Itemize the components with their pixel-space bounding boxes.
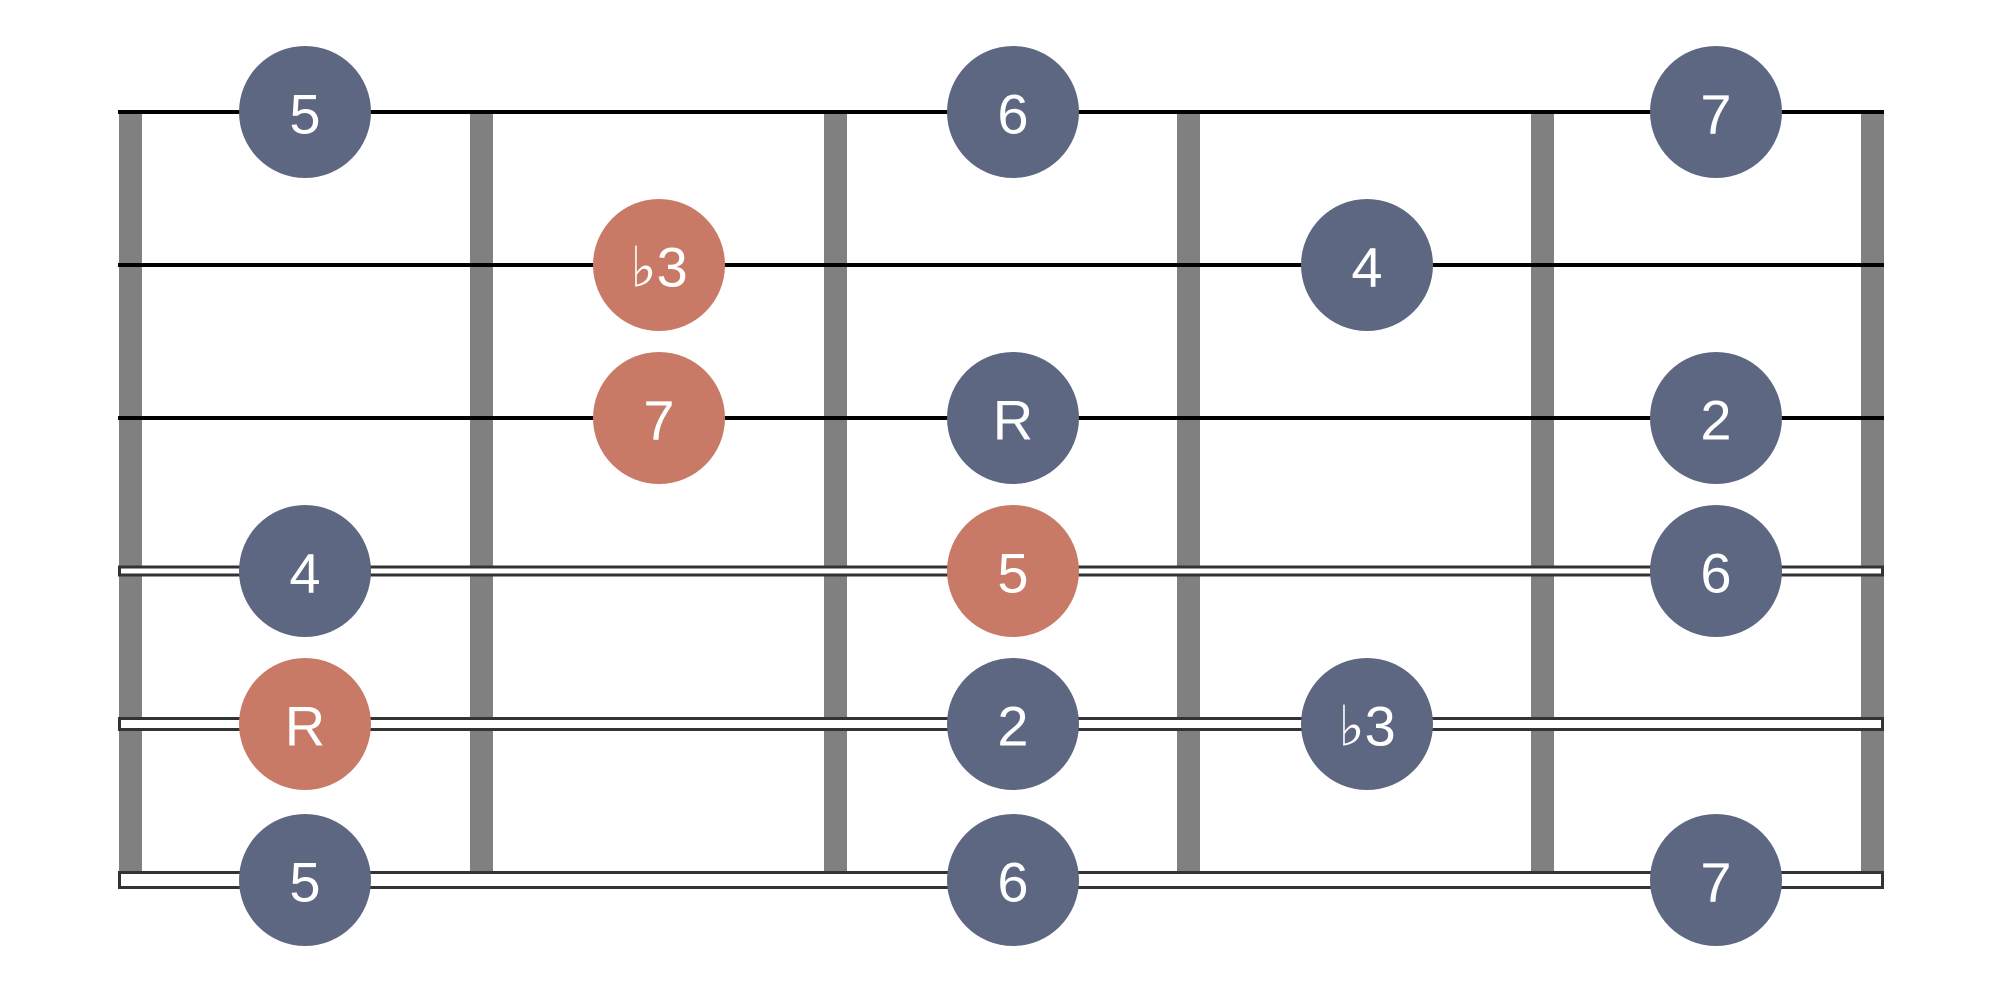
note-marker: 7 — [593, 352, 725, 484]
note-marker: 5 — [947, 505, 1079, 637]
note-circle — [1650, 352, 1782, 484]
note-label: 5 — [289, 851, 320, 914]
frets — [119, 112, 1884, 888]
note-circle — [239, 46, 371, 178]
note-marker: 6 — [1650, 505, 1782, 637]
note-marker: 6 — [947, 814, 1079, 946]
note-label: 7 — [1700, 851, 1731, 914]
note-marker: 4 — [239, 505, 371, 637]
note-circle — [1650, 505, 1782, 637]
note-circle — [947, 505, 1079, 637]
note-label: 4 — [1351, 236, 1382, 299]
note-marker: 4 — [1301, 199, 1433, 331]
fret-bar — [119, 112, 142, 888]
note-marker: 5 — [239, 46, 371, 178]
string-2 — [118, 263, 1884, 267]
note-marker: ♭3 — [593, 199, 725, 331]
note-circle — [947, 814, 1079, 946]
note-marker: 7 — [1650, 46, 1782, 178]
note-label: 5 — [997, 542, 1028, 605]
note-label: 5 — [289, 83, 320, 146]
note-label: 2 — [1700, 389, 1731, 452]
note-circle — [239, 505, 371, 637]
note-circle — [947, 352, 1079, 484]
fret-bar — [1531, 112, 1554, 888]
note-marker: 2 — [1650, 352, 1782, 484]
note-label: 7 — [1700, 83, 1731, 146]
note-marker: 2 — [947, 658, 1079, 790]
note-label: 4 — [289, 542, 320, 605]
note-marker: ♭3 — [1301, 658, 1433, 790]
note-marker: 5 — [239, 814, 371, 946]
note-circle — [593, 199, 725, 331]
note-circle — [947, 46, 1079, 178]
note-circle — [239, 814, 371, 946]
note-circle — [1650, 814, 1782, 946]
note-label: 6 — [1700, 542, 1731, 605]
note-label: 6 — [997, 851, 1028, 914]
note-label: R — [285, 695, 325, 758]
note-label: 6 — [997, 83, 1028, 146]
note-circle — [593, 352, 725, 484]
note-marker: R — [947, 352, 1079, 484]
note-marker: 7 — [1650, 814, 1782, 946]
note-label: 7 — [643, 389, 674, 452]
note-marker: 6 — [947, 46, 1079, 178]
note-marker: R — [239, 658, 371, 790]
note-circle — [1650, 46, 1782, 178]
note-label: ♭3 — [1338, 695, 1396, 758]
note-label: R — [993, 389, 1033, 452]
note-circle — [1301, 199, 1433, 331]
note-circle — [1301, 658, 1433, 790]
fret-bar — [470, 112, 493, 888]
fret-bar — [1177, 112, 1200, 888]
note-label: ♭3 — [630, 236, 688, 299]
note-label: 2 — [997, 695, 1028, 758]
note-circle — [239, 658, 371, 790]
fret-bar — [1861, 112, 1884, 888]
fret-bar — [824, 112, 847, 888]
note-circle — [947, 658, 1079, 790]
